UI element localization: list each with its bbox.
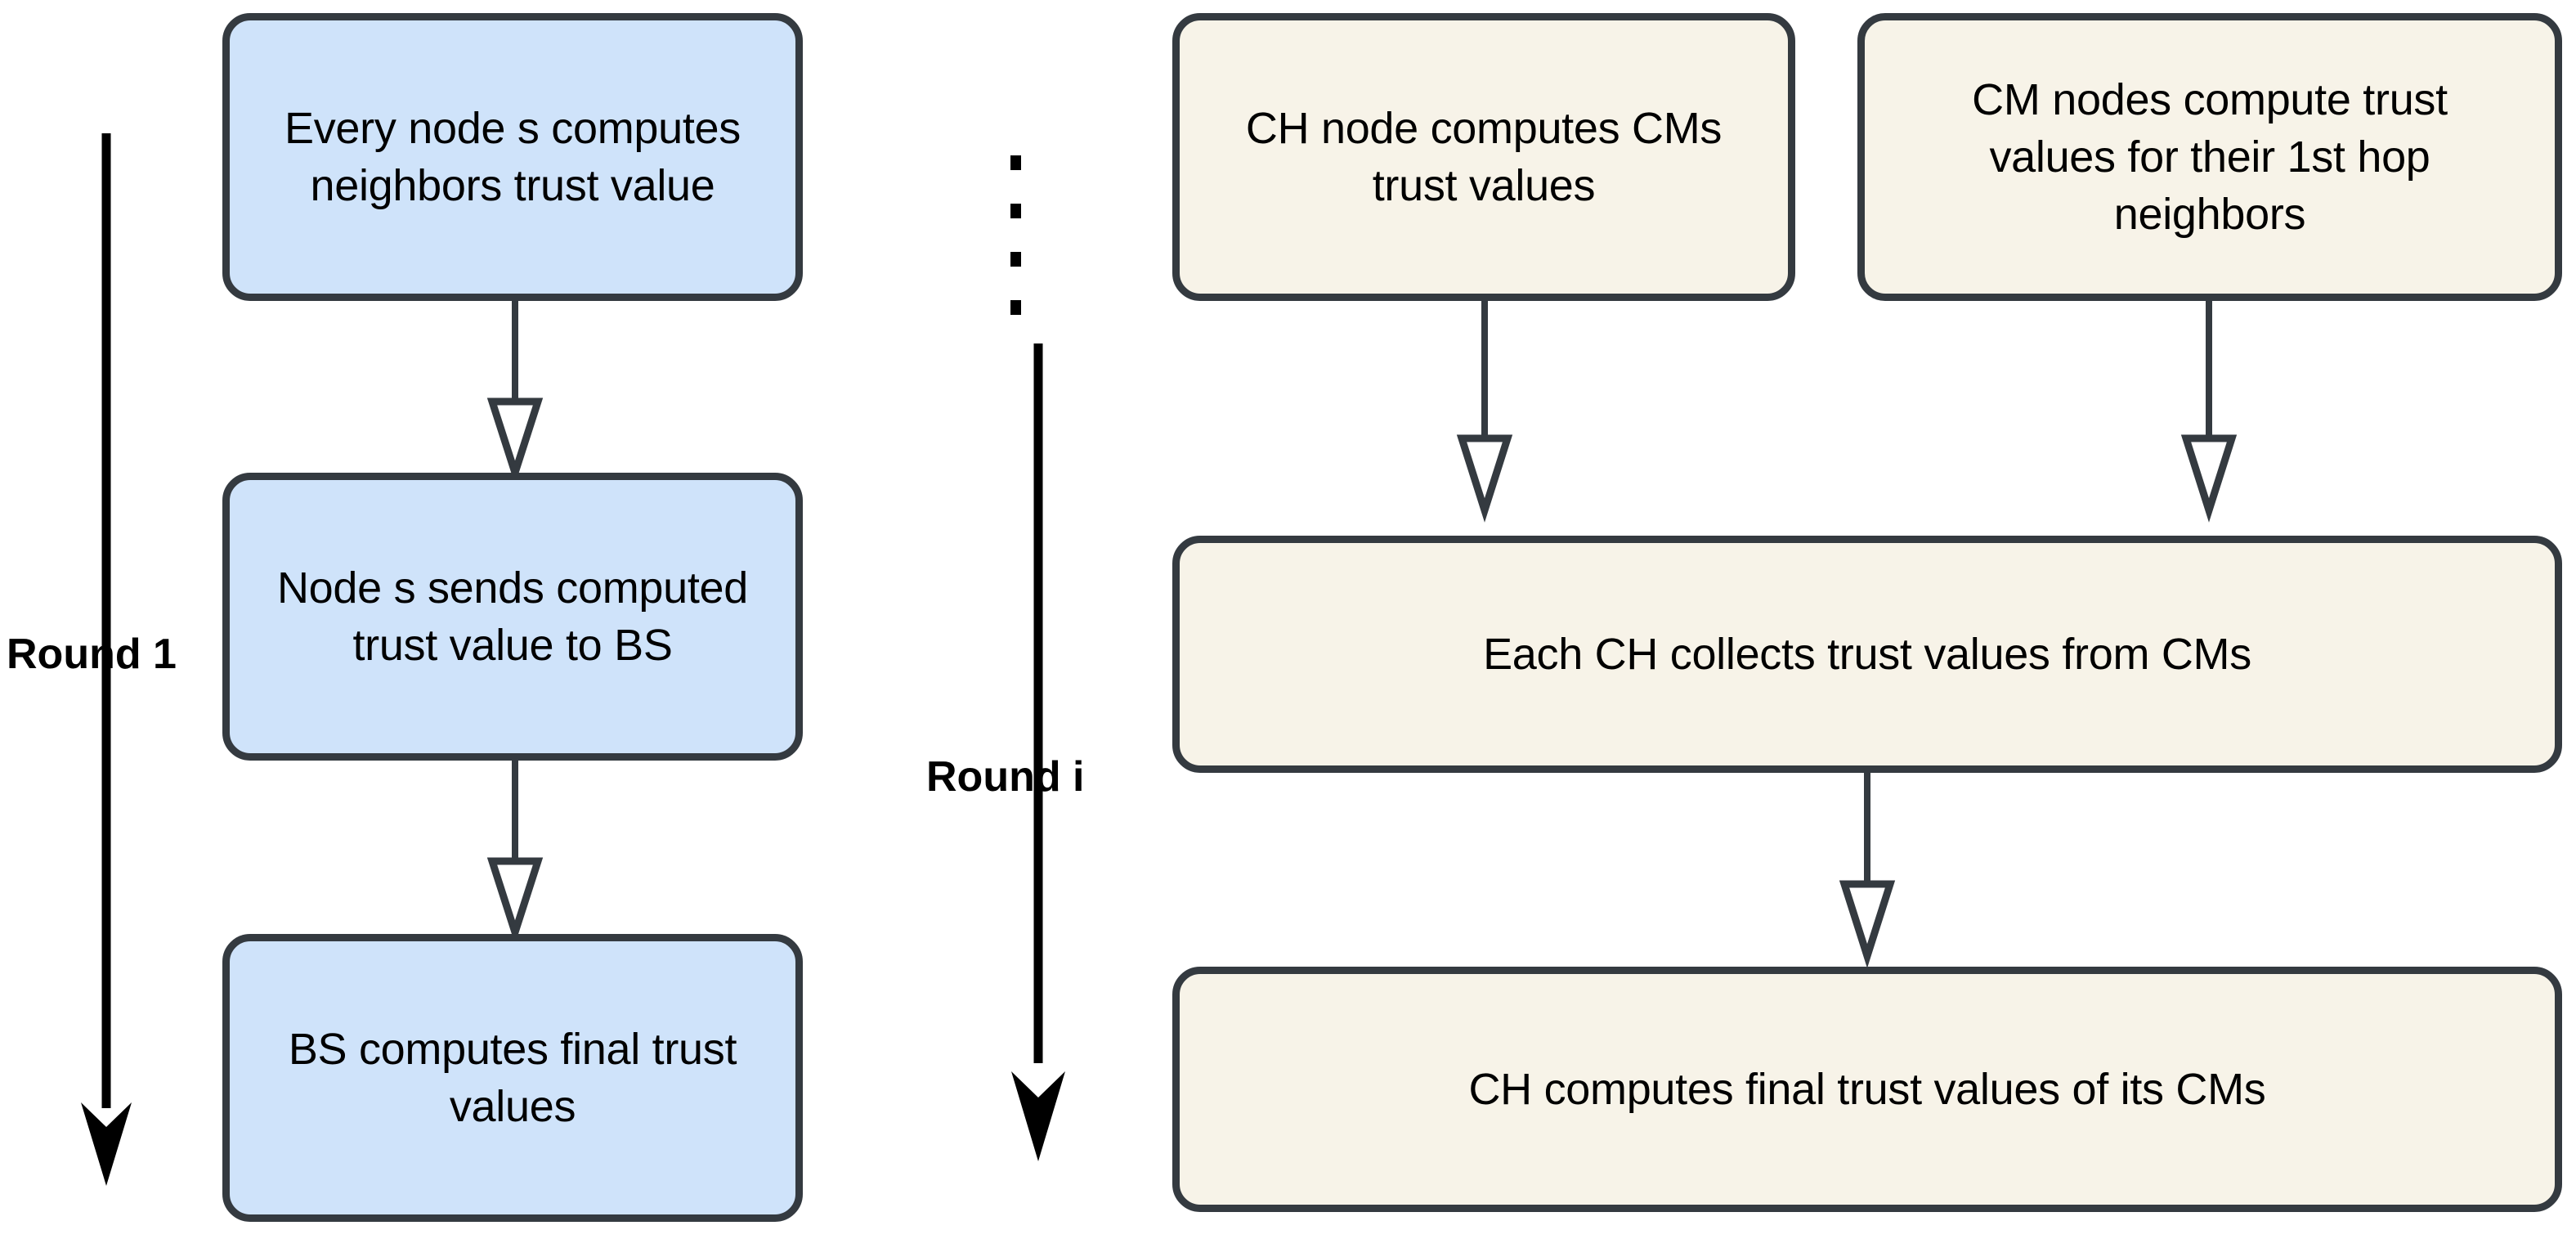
ellipsis-dot <box>1010 155 1021 170</box>
round-i-timeline-arrow <box>1011 343 1065 1161</box>
round-i-label: Round i <box>926 753 1085 801</box>
ellipsis-dot <box>1010 204 1021 218</box>
node-every-node-computes-neighbors-trust[interactable]: Every node s computes neighbors trust va… <box>222 13 803 301</box>
connector-n6-to-n7 <box>1839 771 1896 968</box>
connector-n5-to-n6 <box>2180 299 2238 523</box>
node-bs-computes-final-trust-values[interactable]: BS computes final trust values <box>222 934 803 1222</box>
connector-n4-to-n6 <box>1456 299 1513 523</box>
node-each-ch-collects-trust-values-from-cms[interactable]: Each CH collects trust values from CMs <box>1172 536 2562 773</box>
node-ch-node-computes-cms-trust-values[interactable]: CH node computes CMs trust values <box>1172 13 1795 301</box>
ellipsis-dot <box>1010 300 1021 315</box>
node-ch-computes-final-trust-values-of-its-cms[interactable]: CH computes final trust values of its CM… <box>1172 967 2562 1212</box>
node-node-sends-computed-trust-to-bs[interactable]: Node s sends computed trust value to BS <box>222 473 803 761</box>
ellipsis-dot <box>1010 252 1021 267</box>
connector-n1-to-n2 <box>486 299 544 485</box>
round-1-timeline-arrow <box>81 133 132 1186</box>
round-1-label: Round 1 <box>7 631 177 678</box>
node-cm-nodes-compute-trust-values-1st-hop[interactable]: CM nodes compute trust values for their … <box>1857 13 2562 301</box>
vertical-ellipsis-separator <box>1010 155 1021 315</box>
connector-n2-to-n3 <box>486 759 544 945</box>
